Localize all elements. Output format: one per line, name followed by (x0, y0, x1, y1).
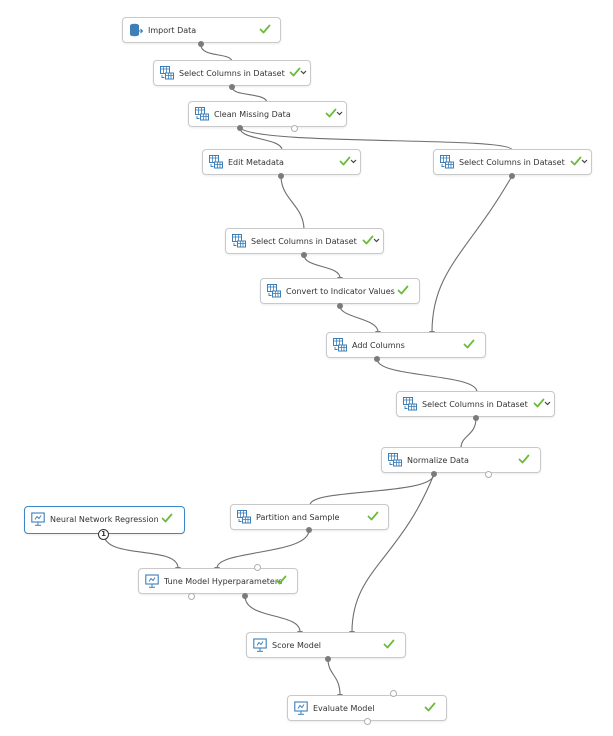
module-normalize-data[interactable]: Normalize Data (381, 447, 541, 473)
table-module-icon (403, 397, 417, 411)
table-module-icon (237, 510, 251, 524)
output-port[interactable] (278, 173, 284, 179)
output-port[interactable] (374, 356, 380, 362)
model-icon (294, 701, 308, 715)
success-check-icon (518, 454, 530, 464)
success-check-icon (161, 513, 173, 523)
connection-wire (239, 127, 283, 151)
output-port[interactable] (325, 656, 331, 662)
output-port[interactable] (237, 125, 243, 131)
module-import-data[interactable]: Import Data (122, 17, 281, 43)
chevron-down-icon[interactable] (581, 158, 588, 165)
connection-wire (431, 175, 513, 333)
module-select-columns-4[interactable]: Select Columns in Dataset (396, 391, 555, 417)
module-label: Import Data (148, 26, 197, 35)
module-label: Tune Model Hyperparameters (164, 577, 283, 586)
chevron-down-icon[interactable] (336, 110, 343, 117)
module-tune-model-hyperparameters[interactable]: Tune Model Hyperparameters (138, 568, 298, 594)
connection-wire (200, 44, 233, 63)
output-port[interactable] (301, 252, 307, 258)
connection-wire (303, 254, 341, 279)
module-partition-and-sample[interactable]: Partition and Sample (230, 504, 389, 530)
model-icon (31, 512, 45, 526)
connection-wire (339, 305, 379, 333)
module-add-columns[interactable]: Add Columns (326, 332, 486, 358)
module-label: Add Columns (352, 341, 405, 350)
module-label: Partition and Sample (256, 513, 340, 522)
output-port[interactable] (431, 471, 437, 477)
output-port-unconnected[interactable] (188, 593, 195, 600)
module-select-columns-2[interactable]: Select Columns in Dataset (433, 149, 592, 175)
chevron-down-icon[interactable] (300, 69, 307, 76)
output-port[interactable] (509, 173, 515, 179)
success-check-icon (259, 24, 271, 34)
model-icon (253, 638, 267, 652)
module-score-model[interactable]: Score Model (246, 632, 406, 658)
connection-wire (103, 533, 179, 569)
success-check-icon (397, 285, 409, 295)
model-icon (145, 574, 159, 588)
table-module-icon (440, 155, 454, 169)
output-port-badge[interactable]: 1 (98, 529, 109, 540)
table-module-icon (195, 107, 209, 121)
success-check-icon (383, 639, 395, 649)
chevron-down-icon[interactable] (544, 400, 551, 407)
chevron-down-icon[interactable] (350, 158, 357, 165)
module-label: Neural Network Regression (50, 515, 159, 524)
connection-wire (280, 175, 305, 231)
input-port-unconnected[interactable] (390, 690, 397, 697)
output-port[interactable] (337, 303, 343, 309)
connection-wire (460, 417, 477, 449)
output-port-unconnected[interactable] (485, 471, 492, 478)
success-check-icon (275, 575, 287, 585)
connection-wire (216, 529, 310, 569)
output-port[interactable] (229, 84, 235, 90)
success-check-icon (463, 339, 475, 349)
table-module-icon (388, 453, 402, 467)
module-label: Score Model (272, 641, 321, 650)
connection-wire (309, 473, 435, 506)
module-label: Clean Missing Data (214, 110, 291, 119)
output-port-unconnected[interactable] (291, 125, 298, 132)
connection-wire (376, 358, 478, 393)
output-port[interactable] (306, 527, 312, 533)
table-module-icon (333, 338, 347, 352)
success-check-icon (424, 702, 436, 712)
output-port[interactable] (473, 415, 479, 421)
connection-wire (239, 127, 513, 151)
success-check-icon (367, 511, 379, 521)
module-select-columns-3[interactable]: Select Columns in Dataset (225, 228, 384, 254)
output-port-unconnected[interactable] (364, 718, 371, 725)
table-module-icon (232, 234, 246, 248)
module-label: Edit Metadata (228, 158, 284, 167)
module-label: Select Columns in Dataset (251, 237, 357, 246)
output-port[interactable] (242, 593, 248, 599)
table-module-icon (267, 284, 281, 298)
connection-wire (244, 595, 301, 633)
table-module-icon (160, 66, 174, 80)
output-port[interactable] (198, 41, 204, 47)
table-module-icon (209, 155, 223, 169)
module-label: Evaluate Model (313, 704, 375, 713)
module-label: Convert to Indicator Values (286, 287, 395, 296)
chevron-down-icon[interactable] (373, 237, 380, 244)
input-port-unconnected[interactable] (254, 564, 261, 571)
module-clean-missing-data[interactable]: Clean Missing Data (188, 101, 347, 127)
module-convert-to-indicator-values[interactable]: Convert to Indicator Values (260, 278, 420, 304)
module-label: Select Columns in Dataset (179, 69, 285, 78)
connection-wire (351, 473, 435, 633)
module-label: Normalize Data (407, 456, 469, 465)
connection-wire (327, 658, 341, 696)
module-select-columns-1[interactable]: Select Columns in Dataset (153, 60, 311, 86)
module-edit-metadata[interactable]: Edit Metadata (202, 149, 361, 175)
database-import-icon (129, 23, 143, 37)
module-label: Select Columns in Dataset (422, 400, 528, 409)
module-label: Select Columns in Dataset (459, 158, 565, 167)
